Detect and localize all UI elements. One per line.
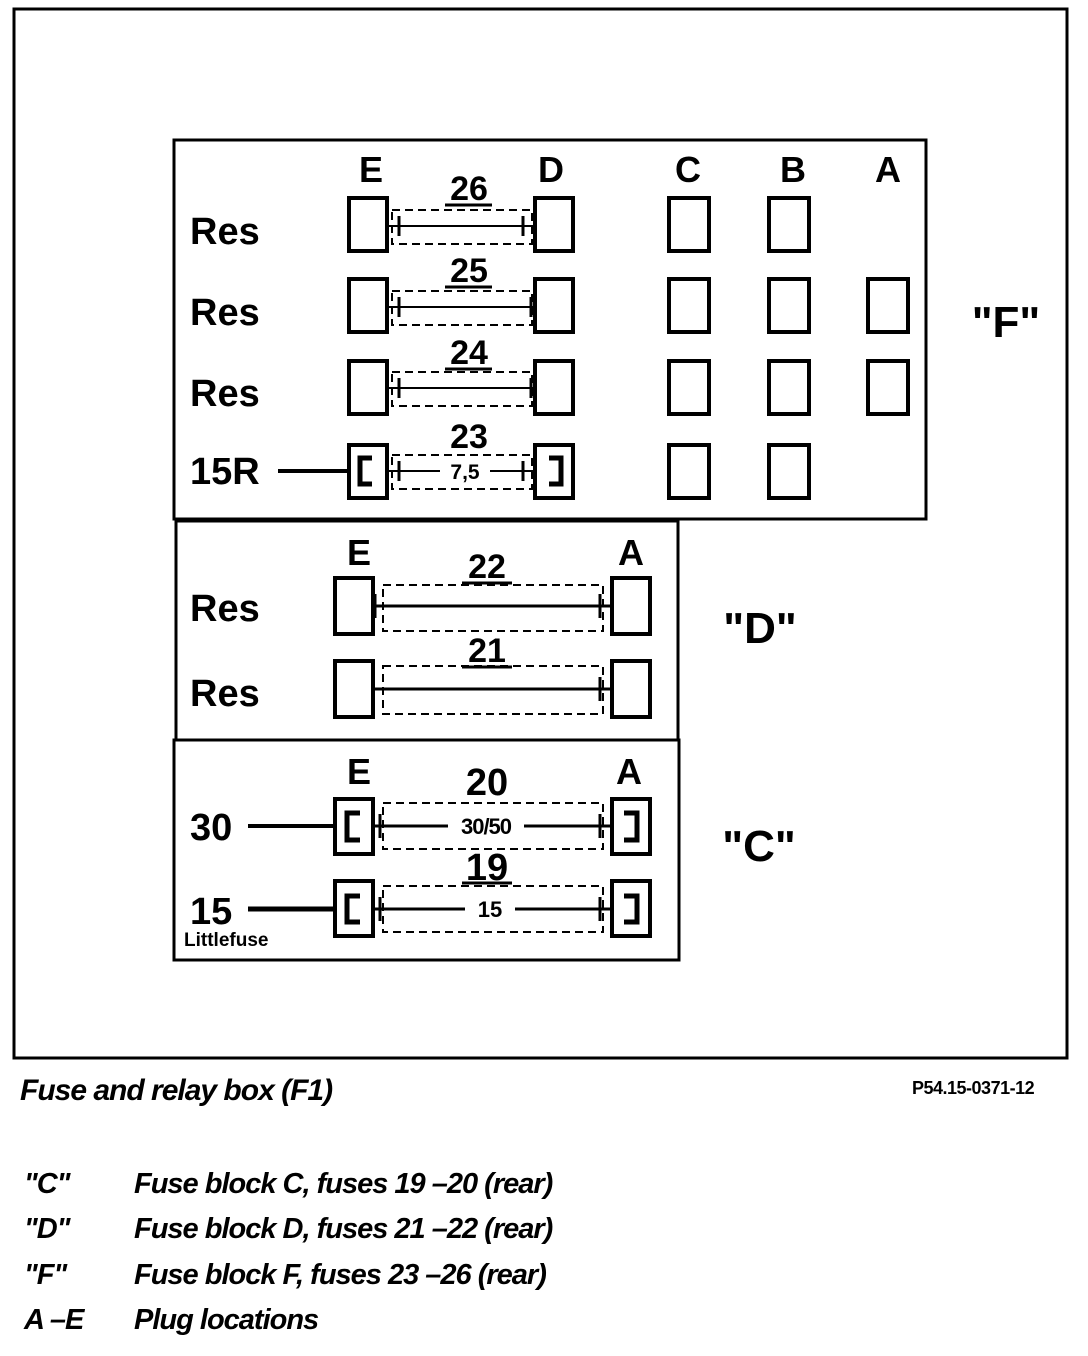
plug-socket (533, 443, 575, 500)
block-label-c: "C" (722, 822, 796, 871)
block-label-d: "D" (723, 604, 797, 653)
fuse-rating-19: 15 (478, 897, 502, 922)
figure-reference: P54.15-0371-12 (912, 1078, 1035, 1098)
legend-key: "F" (24, 1259, 67, 1291)
plug-socket (667, 443, 711, 500)
figure-caption: Fuse and relay box (F1) (20, 1074, 333, 1107)
plug-socket (347, 359, 389, 416)
plug-socket (347, 277, 389, 334)
plug-socket (333, 797, 375, 856)
legend-text: Fuse block C, fuses 19 –20 (rear) (134, 1168, 553, 1200)
fuse-rating-20: 30/50 (461, 814, 512, 839)
plug-header-d: D (538, 149, 564, 190)
plug-header-a: A (875, 149, 901, 190)
plug-header-e: E (347, 751, 371, 792)
plug-socket (610, 797, 652, 856)
legend-item: A –E Plug locations (20, 1304, 720, 1344)
fuse-rating-23: 7,5 (450, 461, 480, 484)
plug-header-a: A (618, 532, 644, 573)
plug-socket (767, 196, 811, 253)
plug-header-c: C (675, 149, 701, 190)
plug-socket (667, 196, 711, 253)
plug-socket (333, 576, 375, 636)
plug-socket (610, 659, 652, 719)
row-left-label: Res (190, 373, 260, 415)
plug-header-b: B (780, 149, 806, 190)
plug-socket (533, 277, 575, 334)
plug-socket (533, 359, 575, 416)
legend-text: Plug locations (134, 1304, 319, 1336)
plug-socket (667, 359, 711, 416)
legend-item: "D" Fuse block D, fuses 21 –22 (rear) (20, 1213, 720, 1253)
plug-header-a: A (616, 751, 642, 792)
plug-socket (533, 196, 575, 253)
plug-socket (667, 277, 711, 334)
legend-key: A –E (24, 1304, 84, 1336)
plug-header-e: E (359, 149, 383, 190)
row-left-label: 15 (190, 891, 232, 933)
fuse-block-f: E D C B A Res 26 Res 25 Res 24 (172, 138, 928, 521)
row-left-label: Res (190, 673, 260, 715)
plug-socket (767, 277, 811, 334)
fuse-number-25: 25 (450, 252, 488, 290)
littlefuse-note: Littlefuse (184, 930, 268, 951)
plug-socket (610, 879, 652, 938)
fuse-number-26: 26 (450, 170, 488, 208)
plug-socket (767, 359, 811, 416)
row-left-label: 15R (190, 451, 260, 493)
plug-socket (610, 576, 652, 636)
legend-key: "C" (24, 1168, 70, 1200)
plug-socket (333, 659, 375, 719)
legend-item: "F" Fuse block F, fuses 23 –26 (rear) (20, 1259, 720, 1299)
fuse-number-24: 24 (450, 334, 488, 372)
block-label-f: "F" (972, 298, 1041, 347)
plug-header-e: E (347, 532, 371, 573)
fuse-number-23: 23 (450, 418, 488, 456)
legend-text: Fuse block D, fuses 21 –22 (rear) (134, 1213, 553, 1245)
row-left-label: Res (190, 588, 260, 630)
plug-socket (866, 277, 910, 334)
fuse-outline (382, 584, 604, 632)
row-left-label: Res (190, 211, 260, 253)
plug-socket (767, 443, 811, 500)
plug-socket (333, 879, 375, 938)
legend-key: "D" (24, 1213, 70, 1245)
fuse-number-21: 21 (468, 632, 506, 670)
outer-frame (12, 7, 1069, 1060)
plug-socket (866, 359, 910, 416)
row-left-label: Res (190, 292, 260, 334)
legend-item: "C" Fuse block C, fuses 19 –20 (rear) (20, 1168, 720, 1208)
fuse-block-d: E A Res 22 Res 21 (174, 519, 680, 742)
fuse-block-c: E A 30 20 30/50 15 19 15 Littlefuse (172, 738, 681, 962)
plug-socket (347, 196, 389, 253)
fuse-box-diagram: E D C B A Res 26 Res 25 Res 24 (12, 7, 1069, 1060)
fuse-number-22: 22 (468, 548, 506, 586)
legend-text: Fuse block F, fuses 23 –26 (rear) (134, 1259, 547, 1291)
fuse-number-20: 20 (466, 762, 508, 804)
row-left-label: 30 (190, 807, 232, 849)
plug-socket (347, 443, 389, 500)
